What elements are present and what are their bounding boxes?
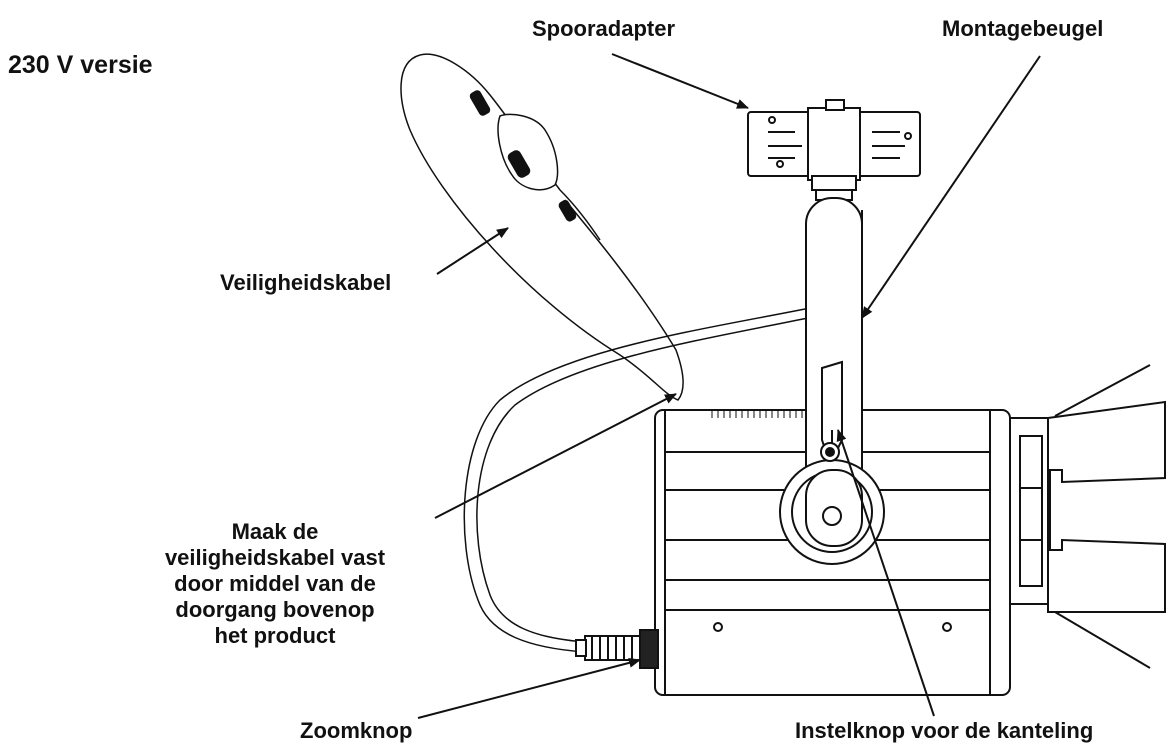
arrow-mounting-bracket — [861, 55, 1041, 319]
safety-instruction-line: het product — [214, 623, 336, 648]
safety-instruction-line: door middel van de — [174, 571, 376, 596]
leader-arrows — [417, 53, 1041, 719]
arrow-track-adapter — [611, 53, 749, 109]
power-cable — [463, 307, 811, 653]
arrow-safety-cable — [436, 227, 509, 275]
tilt-knob-label: Instelknop voor de kanteling — [795, 718, 1094, 743]
track-adapter-label: Spooradapter — [532, 16, 676, 41]
safety-cable-label: Veiligheidskabel — [220, 270, 392, 295]
arrow-safety-instruction — [434, 393, 677, 519]
safety-instruction-line: Maak de — [231, 519, 319, 544]
safety-instruction-label: Maak de veiligheidskabel vast door midde… — [135, 519, 415, 649]
safety-instruction-line: doorgang bovenop — [175, 597, 375, 622]
heat-sink-fins — [711, 410, 803, 418]
track-adapter — [747, 99, 921, 201]
barn-doors — [1047, 364, 1166, 669]
arrow-zoom-knob — [417, 657, 641, 719]
zoom-knob-label: Zoomknop — [300, 718, 413, 743]
front-lens-section — [1009, 417, 1051, 605]
safety-instruction-line: veiligheidskabel vast — [164, 545, 386, 570]
version-label: 230 V versie — [8, 51, 153, 79]
arrow-tilt-knob — [836, 429, 935, 717]
cable-clamps — [469, 90, 577, 222]
safety-cable — [400, 53, 684, 401]
mounting-bracket-label: Montagebeugel — [942, 16, 1104, 41]
tilt-knob — [820, 360, 843, 462]
zoom-knob — [575, 629, 659, 669]
